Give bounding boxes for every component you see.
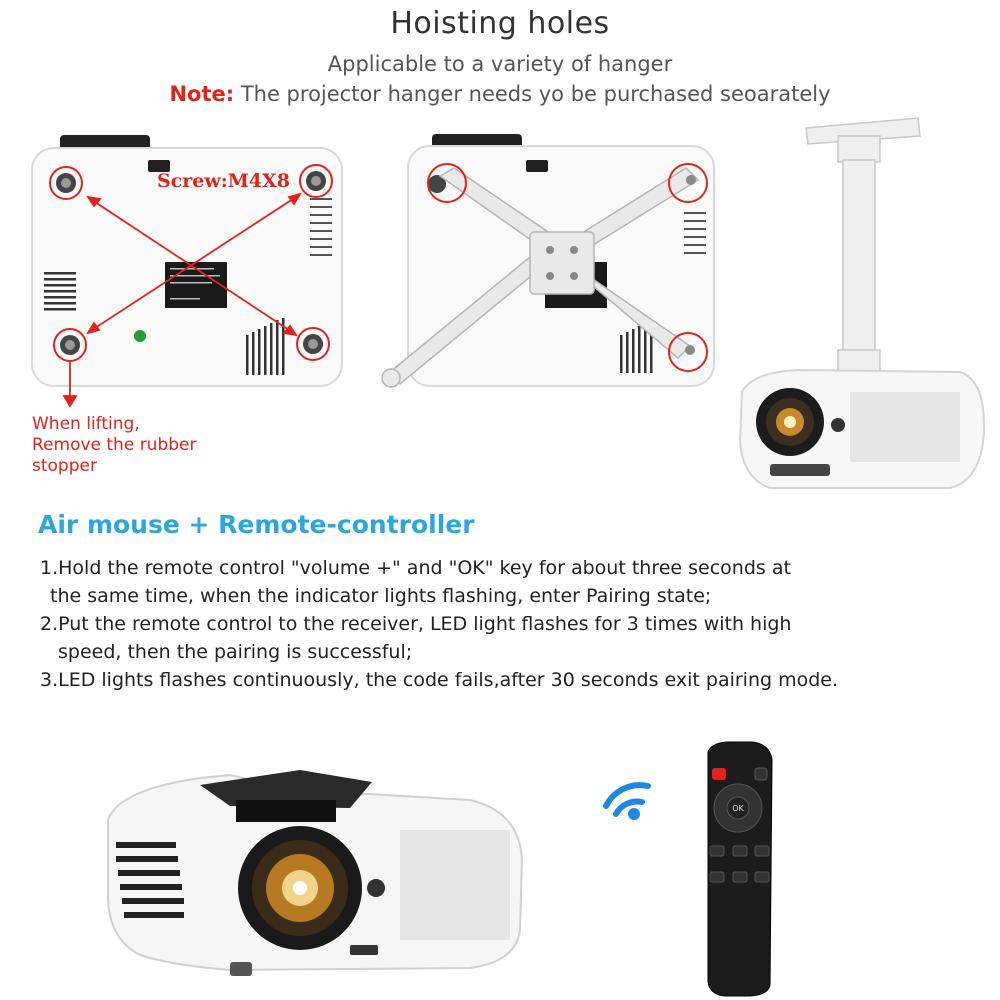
lift-instructions: When lifting, Remove the rubber stopper [32, 414, 252, 477]
pairing-step: 2.Put the remote control to the receiver… [40, 613, 792, 635]
power-button-icon [712, 768, 726, 780]
mounting-bracket [381, 167, 700, 388]
ok-button-label: OK [732, 804, 744, 813]
screw-arrows [62, 192, 302, 408]
bracket-hole-markers [427, 163, 708, 372]
projector-front-body [107, 770, 524, 976]
lift-note-line: stopper [32, 456, 97, 476]
pairing-step: speed, then the pairing is successful; [58, 641, 413, 663]
air-mouse-heading: Air mouse + Remote-controller [38, 510, 475, 539]
note-label: Note: [169, 82, 235, 106]
lift-note-line: When lifting, [32, 414, 140, 434]
screw-size-label: Screw:M4X8 [157, 170, 290, 192]
ceiling-projector-body [738, 368, 986, 489]
note-text: The projector hanger needs yo be purchas… [240, 82, 831, 106]
pairing-step: the same time, when the indicator lights… [50, 585, 712, 607]
pairing-step: 3.LED lights flashes continuously, the c… [40, 669, 839, 691]
page-title: Hoisting holes [390, 6, 610, 41]
ceiling-mount-pole [805, 117, 921, 377]
pairing-step: 1.Hold the remote control "volume +" and… [40, 557, 791, 579]
lift-note-line: Remove the rubber [32, 435, 197, 455]
screw-hole-markers [49, 164, 333, 362]
purchase-note: Note: The projector hanger needs yo be p… [0, 82, 1000, 106]
page-subtitle: Applicable to a variety of hanger [327, 52, 673, 76]
